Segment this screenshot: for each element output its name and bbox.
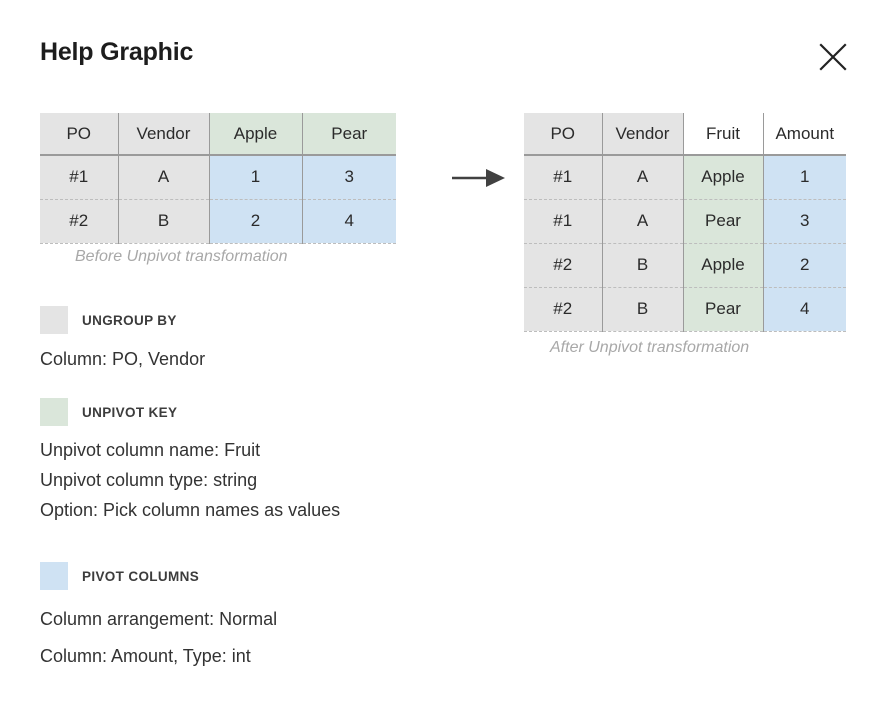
cell-po: #1 bbox=[40, 155, 119, 200]
legend-block-pivot-columns: PIVOT COLUMNS Column arrangement: Normal… bbox=[40, 562, 277, 667]
cell-po: #2 bbox=[524, 243, 603, 288]
table-row: #1 A Apple 1 bbox=[524, 155, 846, 200]
cell-amount: 1 bbox=[763, 155, 846, 200]
table-row: #1 A Pear 3 bbox=[524, 199, 846, 244]
before-table: PO Vendor Apple Pear #1 A 1 3 #2 B 2 4 bbox=[40, 113, 396, 244]
cell-pear: 3 bbox=[302, 155, 396, 200]
swatch-pivot-columns-icon bbox=[40, 562, 68, 590]
column-header-vendor: Vendor bbox=[118, 113, 210, 156]
legend-detail-ungroup-columns: Column: PO, Vendor bbox=[40, 349, 206, 369]
after-table-caption: After Unpivot transformation bbox=[550, 339, 750, 356]
before-table-caption: Before Unpivot transformation bbox=[75, 248, 288, 265]
cell-po: #1 bbox=[524, 199, 603, 244]
cell-fruit: Pear bbox=[683, 199, 764, 244]
legend-detail-pivot-column: Column: Amount, Type: int bbox=[40, 646, 251, 666]
cell-apple: 2 bbox=[209, 199, 303, 244]
cell-fruit: Apple bbox=[683, 243, 764, 288]
legend-block-ungroup-by: UNGROUP BY Column: PO, Vendor bbox=[40, 306, 205, 370]
table-header-row: PO Vendor Apple Pear bbox=[40, 113, 396, 156]
legend-detail-unpivot-option: Option: Pick column names as values bbox=[40, 500, 341, 520]
cell-fruit: Apple bbox=[683, 155, 764, 200]
legend-head: PIVOT COLUMNS bbox=[40, 562, 277, 590]
table-row: #1 A 1 3 bbox=[40, 155, 396, 200]
table-row: #2 B Apple 2 bbox=[524, 243, 846, 288]
page-title: Help Graphic bbox=[40, 38, 194, 66]
legend-title-ungroup-by: UNGROUP BY bbox=[82, 312, 177, 328]
column-header-apple: Apple bbox=[209, 113, 303, 156]
cell-pear: 4 bbox=[302, 199, 396, 244]
cell-vendor: B bbox=[602, 243, 684, 288]
cell-vendor: A bbox=[602, 155, 684, 200]
after-table: PO Vendor Fruit Amount #1 A Apple 1 #1 A… bbox=[524, 113, 846, 332]
table-header-row: PO Vendor Fruit Amount bbox=[524, 113, 846, 156]
cell-fruit: Pear bbox=[683, 287, 764, 332]
arrow-right-icon bbox=[450, 166, 508, 190]
cell-apple: 1 bbox=[209, 155, 303, 200]
table-row: #2 B Pear 4 bbox=[524, 287, 846, 332]
legend-detail-unpivot-column-name: Unpivot column name: Fruit bbox=[40, 440, 261, 460]
cell-amount: 2 bbox=[763, 243, 846, 288]
cell-amount: 4 bbox=[763, 287, 846, 332]
cell-vendor: A bbox=[118, 155, 210, 200]
legend-head: UNPIVOT KEY bbox=[40, 398, 340, 426]
column-header-po: PO bbox=[524, 113, 603, 156]
legend-title-pivot-columns: PIVOT COLUMNS bbox=[82, 568, 200, 584]
column-header-fruit: Fruit bbox=[683, 113, 764, 156]
legend-detail-unpivot-column-type: Unpivot column type: string bbox=[40, 470, 258, 490]
legend-block-unpivot-key: UNPIVOT KEY Unpivot column name: Fruit U… bbox=[40, 398, 340, 521]
column-header-pear: Pear bbox=[302, 113, 396, 156]
cell-po: #2 bbox=[524, 287, 603, 332]
cell-vendor: B bbox=[602, 287, 684, 332]
cell-amount: 3 bbox=[763, 199, 846, 244]
legend-detail-column-arrangement: Column arrangement: Normal bbox=[40, 609, 278, 629]
cell-vendor: B bbox=[118, 199, 210, 244]
legend-head: UNGROUP BY bbox=[40, 306, 205, 334]
legend-title-unpivot-key: UNPIVOT KEY bbox=[82, 404, 178, 420]
close-icon[interactable] bbox=[816, 40, 850, 74]
table-row: #2 B 2 4 bbox=[40, 199, 396, 244]
cell-po: #2 bbox=[40, 199, 119, 244]
swatch-ungroup-by-icon bbox=[40, 306, 68, 334]
cell-po: #1 bbox=[524, 155, 603, 200]
column-header-vendor: Vendor bbox=[602, 113, 684, 156]
swatch-unpivot-key-icon bbox=[40, 398, 68, 426]
cell-vendor: A bbox=[602, 199, 684, 244]
column-header-po: PO bbox=[40, 113, 119, 156]
column-header-amount: Amount bbox=[763, 113, 846, 156]
